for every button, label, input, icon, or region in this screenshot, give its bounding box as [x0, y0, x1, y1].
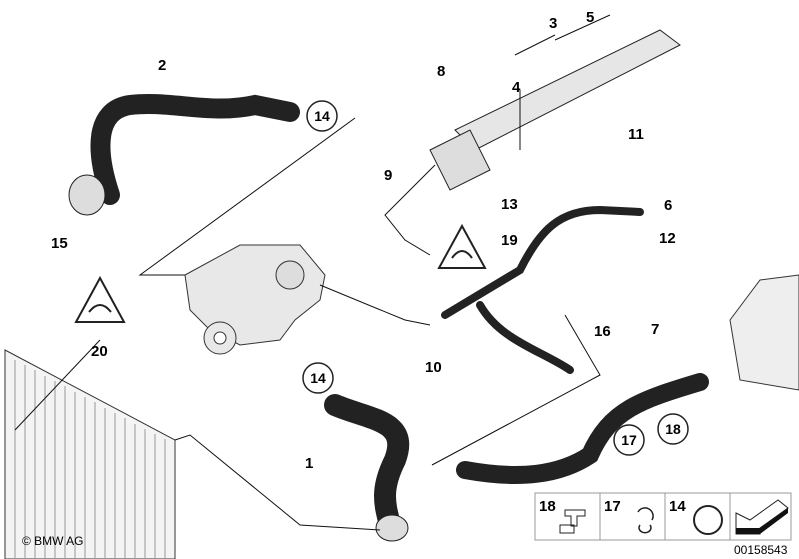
callout-2: 2 — [158, 57, 166, 74]
callout-8: 8 — [437, 63, 445, 80]
circled-callout-14a: 14 — [306, 100, 338, 132]
callout-1: 1 — [305, 455, 313, 472]
coolant-rail — [429, 29, 681, 191]
circled-callout-17: 17 — [613, 424, 645, 456]
hose-2 — [68, 93, 300, 216]
callout-7: 7 — [651, 321, 659, 338]
expansion-tank — [729, 274, 799, 391]
diagram-number: 00158543 — [734, 543, 788, 557]
water-pump — [184, 244, 326, 355]
leader-lines — [14, 14, 611, 531]
callout-13: 13 — [501, 196, 518, 213]
hose-7 — [456, 373, 709, 484]
callout-10: 10 — [425, 359, 442, 376]
svg-text:14: 14 — [314, 108, 330, 124]
radiator — [4, 349, 176, 559]
circled-callout-18: 18 — [657, 413, 689, 445]
clip-icon — [559, 509, 586, 534]
warning-triangle-20 — [74, 275, 126, 323]
callout-4: 4 — [512, 79, 521, 96]
legend-label-17: 17 — [604, 498, 621, 515]
hose-clamp-icon — [693, 505, 723, 535]
legend-label-14: 14 — [669, 498, 686, 515]
coolant-pipe — [441, 205, 644, 374]
callout-5: 5 — [586, 9, 594, 26]
legend-label-18: 18 — [539, 498, 556, 515]
clamp-icon — [637, 507, 654, 534]
fastener-legend: 18 17 14 — [534, 492, 792, 541]
callout-9: 9 — [384, 167, 392, 184]
callout-16: 16 — [594, 323, 611, 340]
callout-3: 3 — [549, 15, 557, 32]
callout-6: 6 — [664, 197, 672, 214]
circled-callout-14b: 14 — [302, 362, 334, 394]
callout-15: 15 — [51, 235, 68, 252]
svg-text:14: 14 — [310, 370, 326, 386]
svg-text:17: 17 — [621, 432, 637, 448]
callout-12: 12 — [659, 230, 676, 247]
svg-text:18: 18 — [665, 421, 681, 437]
callout-20: 20 — [91, 343, 108, 360]
copyright: © BMW AG — [22, 534, 84, 548]
warning-triangle-19 — [437, 223, 487, 269]
callout-19: 19 — [501, 232, 518, 249]
callout-11: 11 — [628, 126, 644, 143]
hose-1 — [324, 394, 410, 542]
